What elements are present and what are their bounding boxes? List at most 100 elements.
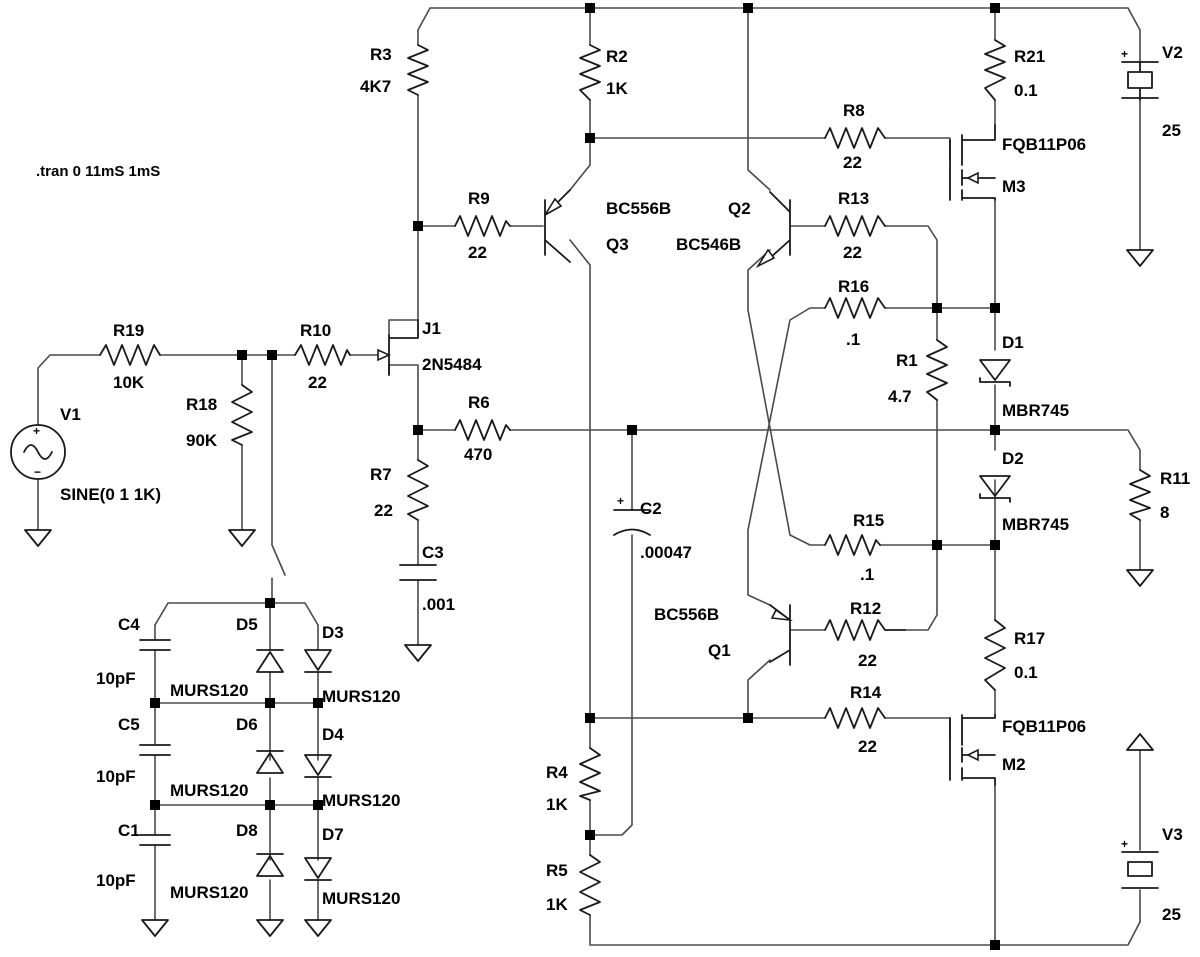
svg-text:+: +	[33, 424, 40, 438]
value-R11: 8	[1160, 503, 1169, 522]
label-R15: R15	[853, 511, 884, 530]
diode-D1	[979, 359, 1011, 387]
resistor-R21	[984, 39, 1006, 101]
sources: + − + +	[10, 47, 1159, 889]
junction-dot	[150, 800, 160, 810]
transistor-Q2	[769, 191, 791, 259]
junction-dot	[265, 800, 275, 810]
label-C5: C5	[118, 715, 140, 734]
label-R9: R9	[468, 189, 490, 208]
label-R10: R10	[300, 321, 331, 340]
grounds	[24, 249, 1154, 937]
resistor-R14	[824, 707, 886, 729]
capacitor-C2	[613, 509, 651, 536]
junction-dot	[265, 598, 275, 608]
label-R18: R18	[186, 395, 217, 414]
value-D6: MURS120	[170, 781, 248, 800]
ground-symbol	[304, 919, 332, 937]
label-R21: R21	[1014, 47, 1045, 66]
junction-dot	[313, 800, 323, 810]
wires	[37, 7, 1141, 946]
value-R14: 22	[858, 737, 877, 756]
ground-symbol	[141, 919, 169, 937]
diode-D7	[304, 857, 332, 881]
value-D3: MURS120	[322, 687, 400, 706]
junction-dot	[990, 425, 1000, 435]
value-R15: .1	[860, 565, 874, 584]
voltage-source-V2	[1121, 61, 1159, 101]
label-D3: D3	[322, 623, 344, 642]
label-D4: D4	[322, 725, 344, 744]
value-R6: 470	[464, 445, 492, 464]
diode-D2	[979, 475, 1011, 503]
label-D5: D5	[236, 615, 258, 634]
value-R16: .1	[846, 330, 860, 349]
svg-text:+: +	[1121, 47, 1128, 61]
value-C5: 10pF	[96, 767, 136, 786]
label-R6: R6	[468, 393, 490, 412]
ground-symbol	[1126, 569, 1154, 587]
resistor-R13	[824, 215, 886, 237]
label-V3: V3	[1162, 825, 1183, 844]
label-R14: R14	[850, 683, 882, 702]
diode-D5	[256, 649, 284, 673]
svg-text:−: −	[34, 465, 41, 479]
junction-dot	[932, 303, 942, 313]
resistor-R11	[1129, 469, 1151, 521]
junction-dot	[237, 350, 247, 360]
label-M2: M2	[1002, 755, 1026, 774]
value-R8: 22	[843, 153, 862, 172]
transistor-M3	[949, 124, 996, 201]
junction-dot	[413, 221, 423, 231]
value-M3: FQB11P06	[1002, 135, 1086, 154]
ground-symbol	[404, 644, 432, 662]
value-M2: FQB11P06	[1002, 717, 1086, 736]
value-R12: 22	[858, 651, 877, 670]
junction-dot	[743, 713, 753, 723]
value-D2: MBR745	[1002, 515, 1069, 534]
label-C4: C4	[118, 615, 140, 634]
label-Q3: Q3	[606, 235, 629, 254]
junction-dot	[990, 540, 1000, 550]
label-R5: R5	[546, 861, 568, 880]
value-C3: .001	[422, 595, 455, 614]
resistor-R19	[99, 344, 161, 366]
label-C1: C1	[118, 821, 140, 840]
value-V3: 25	[1162, 905, 1181, 924]
value-R3: 4K7	[360, 77, 391, 96]
label-R13: R13	[838, 189, 869, 208]
diode-D8	[256, 853, 284, 877]
label-D7: D7	[322, 825, 344, 844]
value-R5: 1K	[546, 895, 568, 914]
value-R21: 0.1	[1014, 81, 1038, 100]
label-D2: D2	[1002, 449, 1024, 468]
value-Q2: BC546B	[676, 235, 741, 254]
value-Q1: BC556B	[654, 605, 719, 624]
resistor-R7	[407, 459, 429, 521]
spice-directive: .tran 0 11mS 1mS	[36, 163, 160, 180]
diode-D3	[304, 649, 332, 673]
junction-dot	[990, 3, 1000, 13]
label-R11: R11	[1160, 469, 1190, 488]
resistor-R2	[579, 44, 601, 101]
value-D5: MURS120	[170, 681, 248, 700]
capacitor-C5	[139, 744, 171, 756]
value-D4: MURS120	[322, 791, 400, 810]
transistor-M2	[949, 714, 996, 786]
resistor-R12	[824, 619, 906, 641]
label-R19: R19	[113, 321, 144, 340]
label-V1: V1	[60, 405, 81, 424]
svg-text:+: +	[1121, 837, 1128, 851]
value-C2: .00047	[640, 543, 692, 562]
junction-dot	[585, 133, 595, 143]
value-V2: 25	[1162, 121, 1181, 140]
label-M3: M3	[1002, 177, 1026, 196]
label-R4: R4	[546, 763, 568, 782]
value-R13: 22	[843, 243, 862, 262]
capacitors: +	[139, 494, 651, 846]
value-R4: 1K	[546, 795, 568, 814]
value-R10: 22	[308, 373, 327, 392]
value-R19: 10K	[113, 373, 145, 392]
label-Q1: Q1	[708, 641, 731, 660]
